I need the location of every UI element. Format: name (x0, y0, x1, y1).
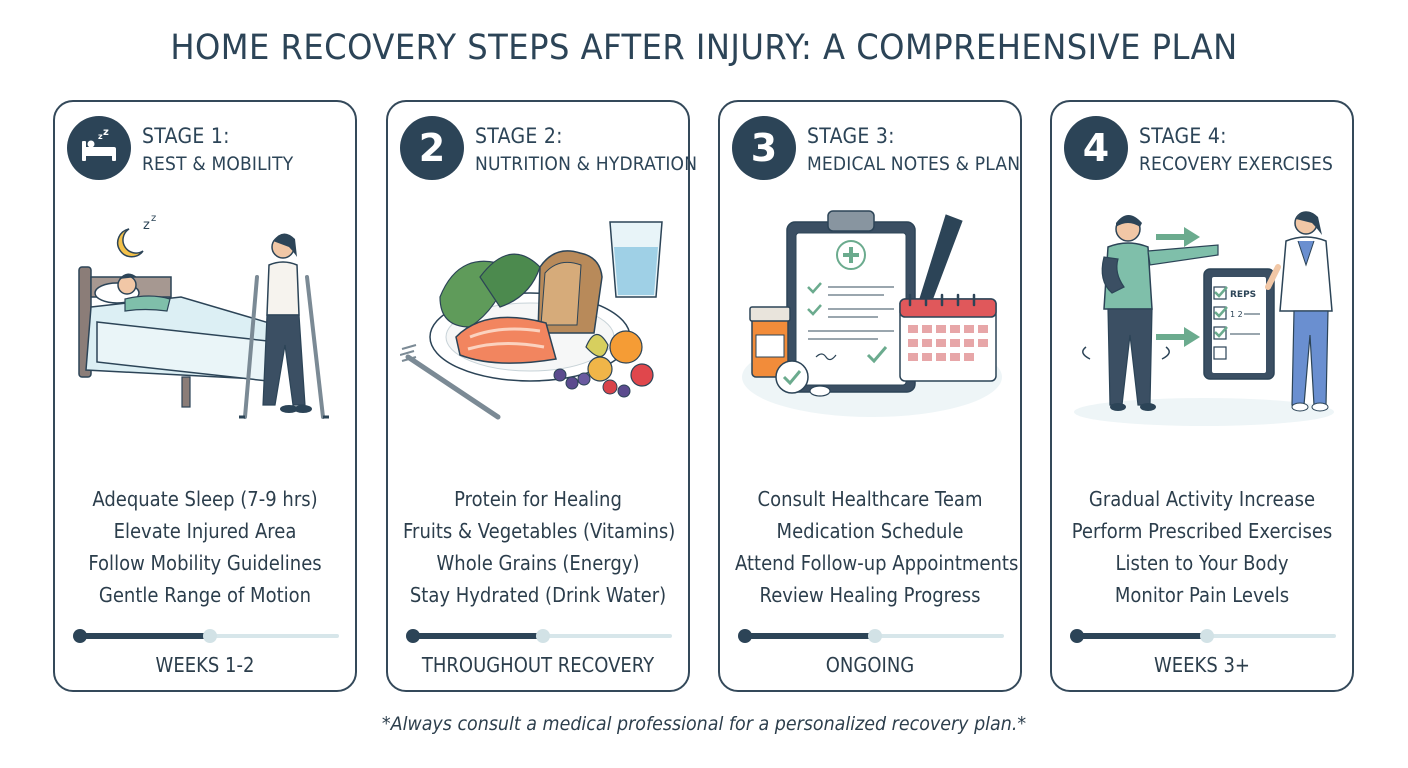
list-item: Perform Prescribed Exercises (1071, 519, 1333, 543)
stage-1-badge: z z (67, 116, 131, 180)
page-title: HOME RECOVERY STEPS AFTER INJURY: A COMP… (170, 28, 1238, 68)
clipboard-count-label: 1 2 (1230, 310, 1243, 319)
stage-4-badge: 4 (1064, 116, 1128, 180)
list-item: Whole Grains (Energy) (436, 551, 640, 575)
stage-3-items: Consult Healthcare Team Medication Sched… (720, 483, 1020, 611)
stage-3-progress (738, 629, 1004, 643)
medical-notes-illustration (742, 210, 1002, 417)
nutrition-illustration (400, 221, 663, 420)
stage-3-title: STAGE 3: (807, 124, 895, 148)
stage-1-subtitle: REST & MOBILITY (142, 153, 294, 175)
recovery-exercises-illustration: REPS 1 2 (1074, 211, 1334, 426)
stage-4-title: STAGE 4: (1139, 124, 1227, 148)
stage-1-items: Adequate Sleep (7-9 hrs) Elevate Injured… (55, 483, 355, 611)
list-item: Fruits & Vegetables (Vitamins) (403, 519, 676, 543)
list-item: Protein for Healing (454, 487, 622, 511)
stage-1-title: STAGE 1: (142, 124, 230, 148)
list-item: Review Healing Progress (759, 583, 981, 607)
stage-2-progress (406, 629, 672, 643)
stage-4-items: Gradual Activity Increase Perform Prescr… (1052, 483, 1352, 611)
stage-card-3: 3 STAGE 3: MEDICAL NOTES & PLAN (718, 100, 1022, 692)
list-item: Medication Schedule (776, 519, 964, 543)
stage-4-progress (1070, 629, 1336, 643)
svg-text:z: z (98, 132, 103, 141)
list-item: Attend Follow-up Appointments (735, 551, 1019, 575)
stage-2-title: STAGE 2: (475, 124, 563, 148)
list-item: Adequate Sleep (7-9 hrs) (92, 487, 318, 511)
list-item: Monitor Pain Levels (1114, 583, 1290, 607)
stage-3-badge: 3 (732, 116, 796, 180)
stage-3-timeframe: ONGOING (825, 653, 915, 677)
stage-3-subtitle: MEDICAL NOTES & PLAN (807, 153, 1021, 175)
svg-text:z: z (103, 127, 109, 138)
stage-2-timeframe: THROUGHOUT RECOVERY (421, 653, 655, 677)
footnote: *Always consult a medical professional f… (381, 713, 1027, 735)
stage-4-subtitle: RECOVERY EXERCISES (1139, 153, 1334, 175)
stage-card-2: 2 STAGE 2: NUTRITION & HYDRATION Protein… (386, 100, 697, 692)
stage-2-badge: 2 (400, 116, 464, 180)
stage-card-1: z z STAGE 1: REST & MOBILITY z z Adequat… (53, 100, 357, 692)
list-item: Gradual Activity Increase (1088, 487, 1316, 511)
list-item: Follow Mobility Guidelines (88, 551, 322, 575)
svg-text:z: z (151, 213, 156, 224)
stage-4-timeframe: WEEKS 3+ (1153, 653, 1251, 677)
list-item: Stay Hydrated (Drink Water) (409, 583, 667, 607)
bed-sleep-icon: z z (82, 127, 116, 161)
list-item: Gentle Range of Motion (98, 583, 312, 607)
stage-2-items: Protein for Healing Fruits & Vegetables … (388, 483, 688, 611)
list-item: Consult Healthcare Team (757, 487, 983, 511)
stage-card-4: 4 STAGE 4: RECOVERY EXERCISES REPS 1 2 (1050, 100, 1354, 692)
rest-mobility-illustration: z z (78, 213, 329, 419)
stage-2-subtitle: NUTRITION & HYDRATION (475, 153, 698, 175)
svg-text:z: z (143, 218, 150, 233)
clipboard-reps-label: REPS (1230, 290, 1256, 300)
stage-1-timeframe: WEEKS 1-2 (155, 653, 255, 677)
stage-1-progress (73, 629, 339, 643)
list-item: Listen to Your Body (1115, 551, 1289, 575)
list-item: Elevate Injured Area (113, 519, 297, 543)
